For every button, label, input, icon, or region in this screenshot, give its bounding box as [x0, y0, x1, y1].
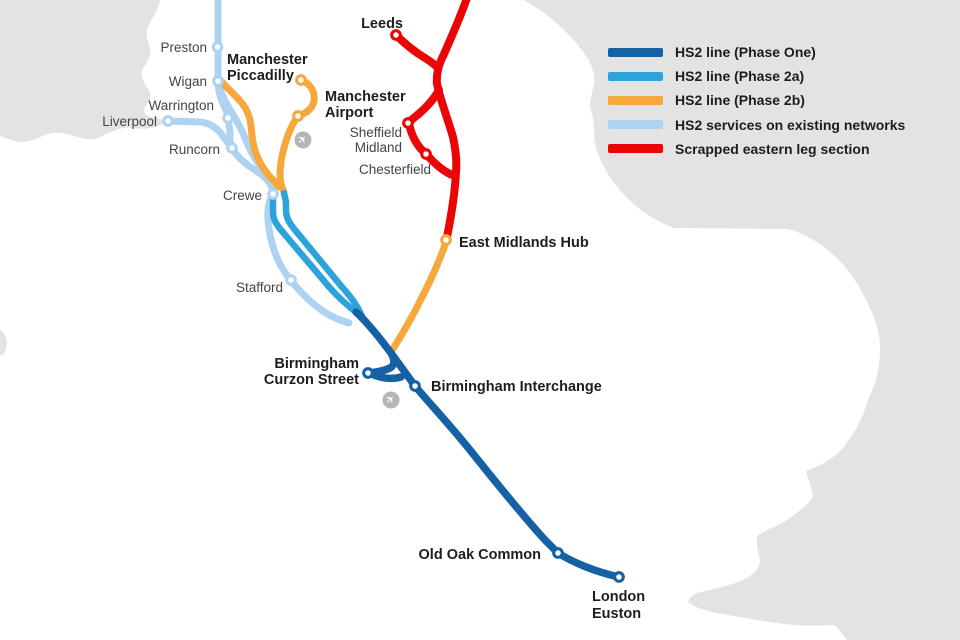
route-2b-east-midlands-leg: [389, 241, 449, 353]
route-red-leeds-branch: [392, 31, 442, 72]
station-label-old-oak-common: Old Oak Common: [419, 547, 541, 563]
station-label-east-midlands-hub: East Midlands Hub: [459, 235, 589, 251]
station-marker-sheffield-midland: [402, 117, 414, 129]
land-northwest-england: [0, 0, 168, 142]
legend-label: HS2 line (Phase One): [675, 44, 816, 61]
route-2a-west-track: [269, 194, 361, 317]
legend-swatch-phase_2a: [608, 71, 663, 81]
station-marker-stafford: [285, 274, 297, 286]
station-marker-birmingham-curzon-street: [362, 367, 374, 379]
airport-icons-layer: ✈✈: [294, 131, 400, 409]
station-marker-preston: [211, 41, 224, 53]
legend-row-0: HS2 line (Phase One): [608, 40, 905, 64]
route-red-sheffield-loop: [405, 86, 460, 179]
route-2b-golborne-link: [216, 76, 283, 191]
station-label-chesterfield: Chesterfield: [359, 162, 431, 177]
legend-row-4: Scrapped eastern leg section: [608, 137, 905, 161]
legend-label: Scrapped eastern leg section: [675, 140, 870, 157]
route-red-main: [432, 0, 471, 241]
station-marker-liverpool: [162, 115, 174, 127]
station-marker-manchester-piccadilly: [295, 74, 307, 86]
legend-row-3: HS2 services on existing networks: [608, 113, 905, 137]
station-label-preston: Preston: [160, 40, 207, 55]
routes-scrapped-eastern-leg: [392, 0, 471, 241]
station-label-runcorn: Runcorn: [169, 142, 220, 157]
station-marker-east-midlands-hub: [440, 234, 452, 246]
legend-row-2: HS2 line (Phase 2b): [608, 88, 905, 112]
station-marker-birmingham-interchange: [409, 380, 421, 392]
land-wales-edge: [0, 330, 7, 356]
route-2a-east-track: [280, 189, 366, 320]
station-marker-warrington: [222, 112, 234, 124]
legend-swatch-scrapped: [608, 144, 663, 154]
legend-swatch-phase_2b: [608, 95, 663, 105]
station-label-stafford: Stafford: [236, 280, 283, 295]
routes-phase-2a: [269, 189, 366, 320]
station-marker-chesterfield: [420, 148, 432, 160]
station-label-crewe: Crewe: [223, 188, 262, 203]
legend-row-1: HS2 line (Phase 2a): [608, 64, 905, 88]
station-labels-layer: PrestonWiganWarringtonLiverpoolRuncornCr…: [102, 16, 645, 622]
station-marker-london-euston: [613, 571, 625, 583]
legend-swatch-phase_one: [608, 47, 663, 57]
legend-label: HS2 line (Phase 2b): [675, 92, 805, 109]
birmingham-airport-icon: ✈: [382, 391, 400, 409]
legend-label: HS2 services on existing networks: [675, 116, 906, 133]
station-marker-manchester-airport: [292, 110, 304, 122]
station-marker-leeds: [390, 29, 402, 41]
station-label-warrington: Warrington: [148, 98, 214, 113]
manchester-airport-icon: ✈: [294, 131, 312, 149]
airport-icon-circle: [382, 391, 400, 409]
station-label-wigan: Wigan: [169, 74, 207, 89]
station-label-leeds: Leeds: [361, 16, 403, 32]
airport-icon-circle: [294, 131, 312, 149]
route-2b-manchester-leg: [276, 76, 318, 196]
station-marker-runcorn: [226, 142, 238, 154]
station-marker-crewe: [267, 188, 279, 200]
station-label-liverpool: Liverpool: [102, 114, 157, 129]
stations-layer: [162, 29, 625, 583]
station-marker-wigan: [212, 75, 224, 87]
station-marker-old-oak-common: [552, 547, 564, 559]
legend-swatch-existing: [608, 120, 663, 130]
legend: HS2 line (Phase One) HS2 line (Phase 2a) H…: [608, 40, 905, 161]
legend-label: HS2 line (Phase 2a): [675, 68, 805, 85]
station-label-birmingham-interchange: Birmingham Interchange: [431, 379, 602, 395]
land-east-england: [524, 0, 960, 640]
routes-phase-2b: [216, 76, 449, 353]
